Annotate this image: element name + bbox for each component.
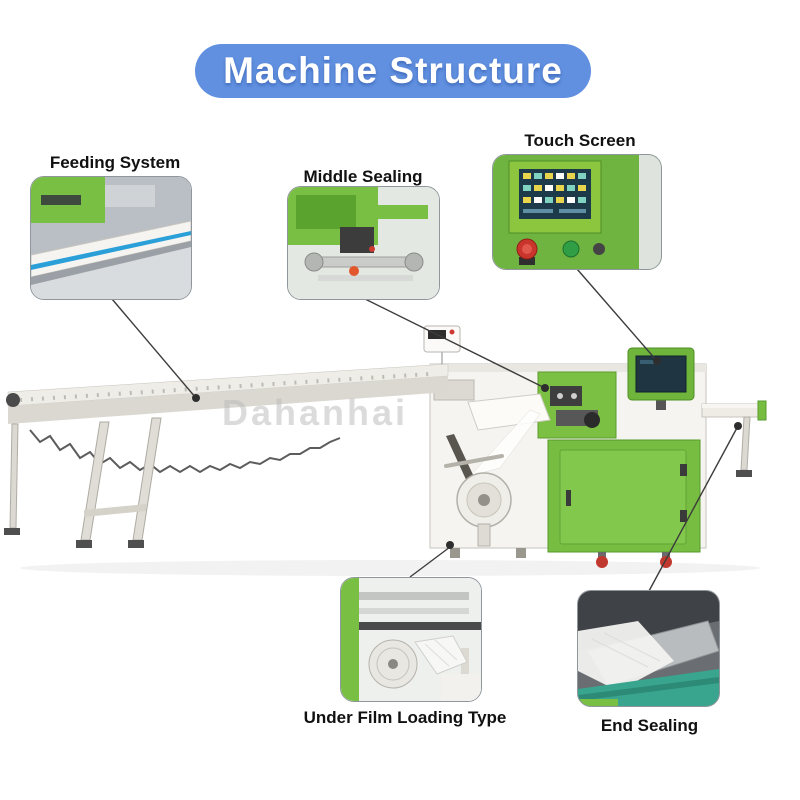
label-feeding-system: Feeding System	[49, 153, 181, 172]
feeding-system-illustration	[31, 177, 191, 299]
feeding-system-photo	[30, 176, 192, 300]
machine-illustration	[4, 325, 767, 576]
machine-photo	[0, 318, 780, 585]
label-touch-screen: Touch Screen	[524, 131, 636, 150]
page-title: Machine Structure	[223, 50, 563, 91]
middle-sealing-photo	[287, 186, 440, 300]
touch-screen-photo	[492, 154, 662, 270]
touch-screen-illustration	[493, 155, 661, 269]
under-film-loading-photo	[340, 577, 482, 702]
label-under-film-loading: Under Film Loading Type	[303, 708, 507, 727]
watermark-text: Dahanhai	[222, 392, 409, 433]
end-sealing-illustration	[578, 591, 719, 706]
label-middle-sealing: Middle Sealing	[303, 167, 423, 186]
end-sealing-photo	[577, 590, 720, 707]
title-banner: Machine Structure	[195, 44, 591, 98]
label-end-sealing: End Sealing	[600, 716, 699, 735]
middle-sealing-illustration	[288, 187, 439, 299]
under-film-loading-illustration	[341, 578, 481, 701]
